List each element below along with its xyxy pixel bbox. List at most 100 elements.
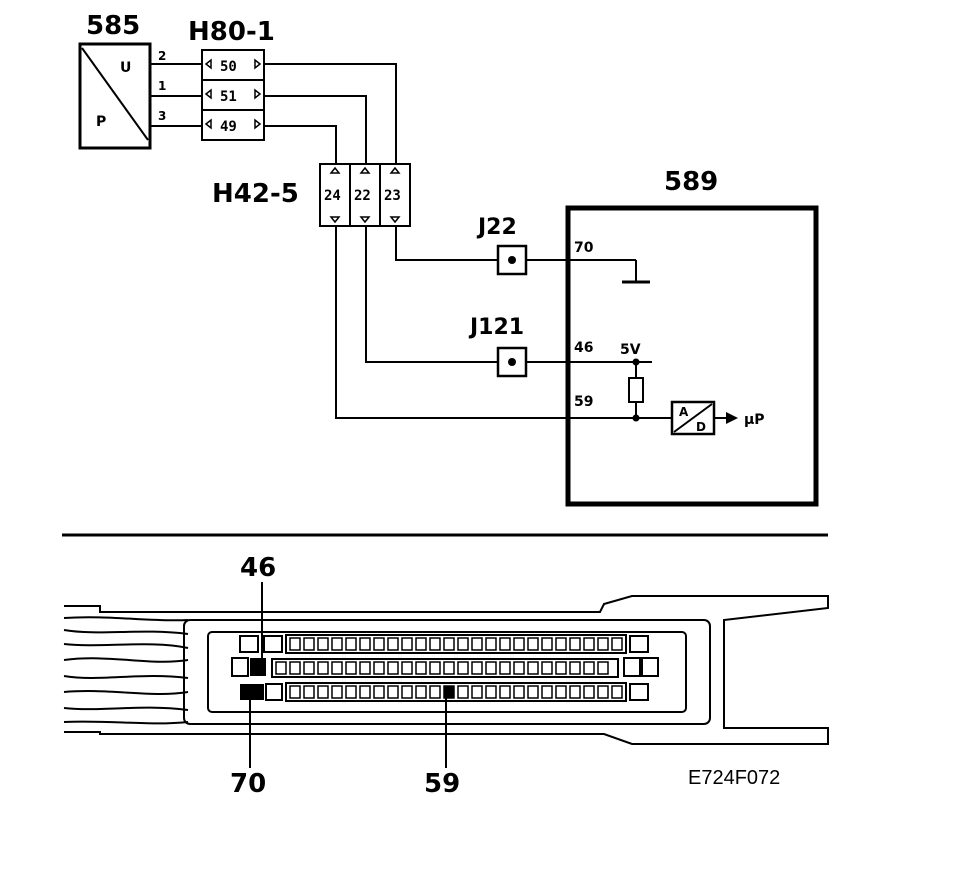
pin-cavity [289, 661, 301, 675]
pin-cavity [499, 685, 511, 699]
pin-cavity [373, 637, 385, 651]
pin-cavity [569, 637, 581, 651]
sensor-h80-wires [150, 63, 202, 127]
h80-pin-51: 51 [220, 89, 237, 105]
h42-ecu-wires [335, 226, 672, 419]
pin-cavity [303, 661, 315, 675]
pin-cavity [513, 637, 525, 651]
callout-59: 59 [424, 769, 460, 799]
pin-cavity [331, 637, 343, 651]
node-59 [632, 414, 640, 422]
connector-housing [64, 595, 829, 745]
pin-cavity [359, 637, 371, 651]
pin-cavity [345, 637, 357, 651]
pin-cavity [345, 685, 357, 699]
sensor-diagonal [81, 47, 149, 141]
pin-cavity [541, 661, 553, 675]
pin-cavity [485, 685, 497, 699]
pin-cavity [513, 661, 525, 675]
pin-cavity [499, 637, 511, 651]
pin-cavity [527, 637, 539, 651]
sensor-pin-1: 1 [158, 79, 166, 93]
h80-h42-wires [264, 63, 397, 164]
pin-cavity [569, 661, 581, 675]
pin-cavity [611, 685, 623, 699]
pin-cavity [317, 685, 329, 699]
pin-cavity [401, 637, 413, 651]
ecu-pin-46: 46 [574, 340, 593, 356]
pin-cavity [485, 637, 497, 651]
pin-row-frame [285, 634, 627, 654]
pin-cavity [443, 637, 455, 651]
connector-h42-5: H42-5 24 22 23 [212, 163, 411, 227]
pin-cavity [275, 661, 287, 675]
pin-cavity [401, 661, 413, 675]
pin-cavity [471, 637, 483, 651]
pin-cavity [555, 661, 567, 675]
pin-cavity [597, 661, 609, 675]
sensor-id: 585 [86, 11, 140, 41]
pin-cavity [555, 637, 567, 651]
h80-pin-49: 49 [220, 119, 237, 135]
pin-cavity [471, 661, 483, 675]
pin-cavity [289, 685, 301, 699]
pin-cavity [429, 685, 441, 699]
sensor-label-p: P [96, 114, 106, 130]
pin-cavity [303, 637, 315, 651]
pin-59-highlight [443, 685, 455, 699]
pin-cavity [597, 637, 609, 651]
callout-70: 70 [230, 769, 266, 799]
pin-cavity [541, 685, 553, 699]
pin-cavity [513, 685, 525, 699]
pin-cavity [331, 685, 343, 699]
pin-cavity [373, 685, 385, 699]
pin-cavity [457, 637, 469, 651]
junction-j22: J22 [476, 215, 528, 276]
h42-pin-22: 22 [354, 188, 371, 204]
node-46 [632, 358, 640, 366]
sensor-label-u: U [120, 60, 131, 76]
pin-cavity [373, 661, 385, 675]
pin-row-frame [271, 658, 619, 678]
h80-pin-50: 50 [220, 59, 237, 75]
pin-cavity [289, 637, 301, 651]
pin-cavity [527, 685, 539, 699]
junction-j121: J121 [468, 315, 528, 378]
h42-id: H42-5 [212, 179, 299, 209]
sensor-585: 585 U P 2 1 3 [78, 11, 166, 150]
ad-label-a: A [679, 405, 689, 419]
pin-cavity [583, 637, 595, 651]
pin-cavity [457, 685, 469, 699]
sensor-pin-3: 3 [158, 109, 166, 123]
ecu-pin-59: 59 [574, 394, 593, 410]
pin-cavity [443, 661, 455, 675]
micro-label: µP [744, 412, 765, 428]
pin-cavity [583, 661, 595, 675]
j22-box [496, 244, 528, 276]
ecu-id: 589 [664, 167, 718, 197]
pin-cavity [387, 637, 399, 651]
pin-cavity [415, 685, 427, 699]
pin-cavity [429, 661, 441, 675]
pin-46-highlight [250, 658, 266, 676]
ecu-589: 589 70 46 59 5V A D µP [565, 167, 819, 507]
pin-rows [271, 634, 627, 702]
ad-label-d: D [696, 420, 706, 434]
pin-cavity [569, 685, 581, 699]
ecu-connector-view: 46 70 59 [63, 553, 829, 799]
pin-cavity [527, 661, 539, 675]
pin-cavity [583, 685, 595, 699]
pin-cavity [317, 637, 329, 651]
pin-cavity [317, 661, 329, 675]
pin-cavity [499, 661, 511, 675]
connector-h80-1: H80-1 50 51 49 [188, 17, 275, 141]
pin-70-highlight [240, 684, 264, 700]
pin-cavity [303, 685, 315, 699]
pin-cavity [387, 661, 399, 675]
pin-cavity [401, 685, 413, 699]
ecu-body [565, 205, 819, 507]
wire-bundle [63, 616, 189, 725]
pin-cavity [359, 685, 371, 699]
sensor-pin-2: 2 [158, 49, 166, 63]
